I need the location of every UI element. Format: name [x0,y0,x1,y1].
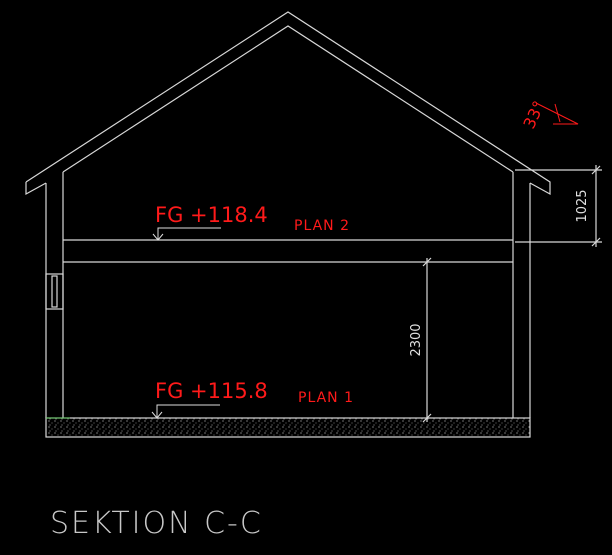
level-label: FG +115.8 [155,379,268,403]
dimension-1025: 1025 [515,165,602,247]
dimension-1025-label: 1025 [575,189,590,222]
level-label: FG +118.4 [155,203,268,227]
dimension-2300: 2300 [409,257,432,423]
level-marker-upper: FG +118.4 PLAN 2 [152,203,350,241]
roof-slope-label: 33° [519,98,548,132]
plan-label: PLAN 2 [294,218,350,234]
window [45,273,64,310]
ground-slab [45,417,531,438]
level-marker-lower: FG +115.8 PLAN 1 [151,379,354,419]
section-title: SEKTION C-C [50,506,263,541]
plan-label: PLAN 1 [298,390,354,406]
floor-slab [63,239,513,263]
roof-slope-symbol: 33° [519,98,579,132]
walls [45,172,531,418]
dimension-2300-label: 2300 [409,323,424,356]
roof [25,11,551,196]
